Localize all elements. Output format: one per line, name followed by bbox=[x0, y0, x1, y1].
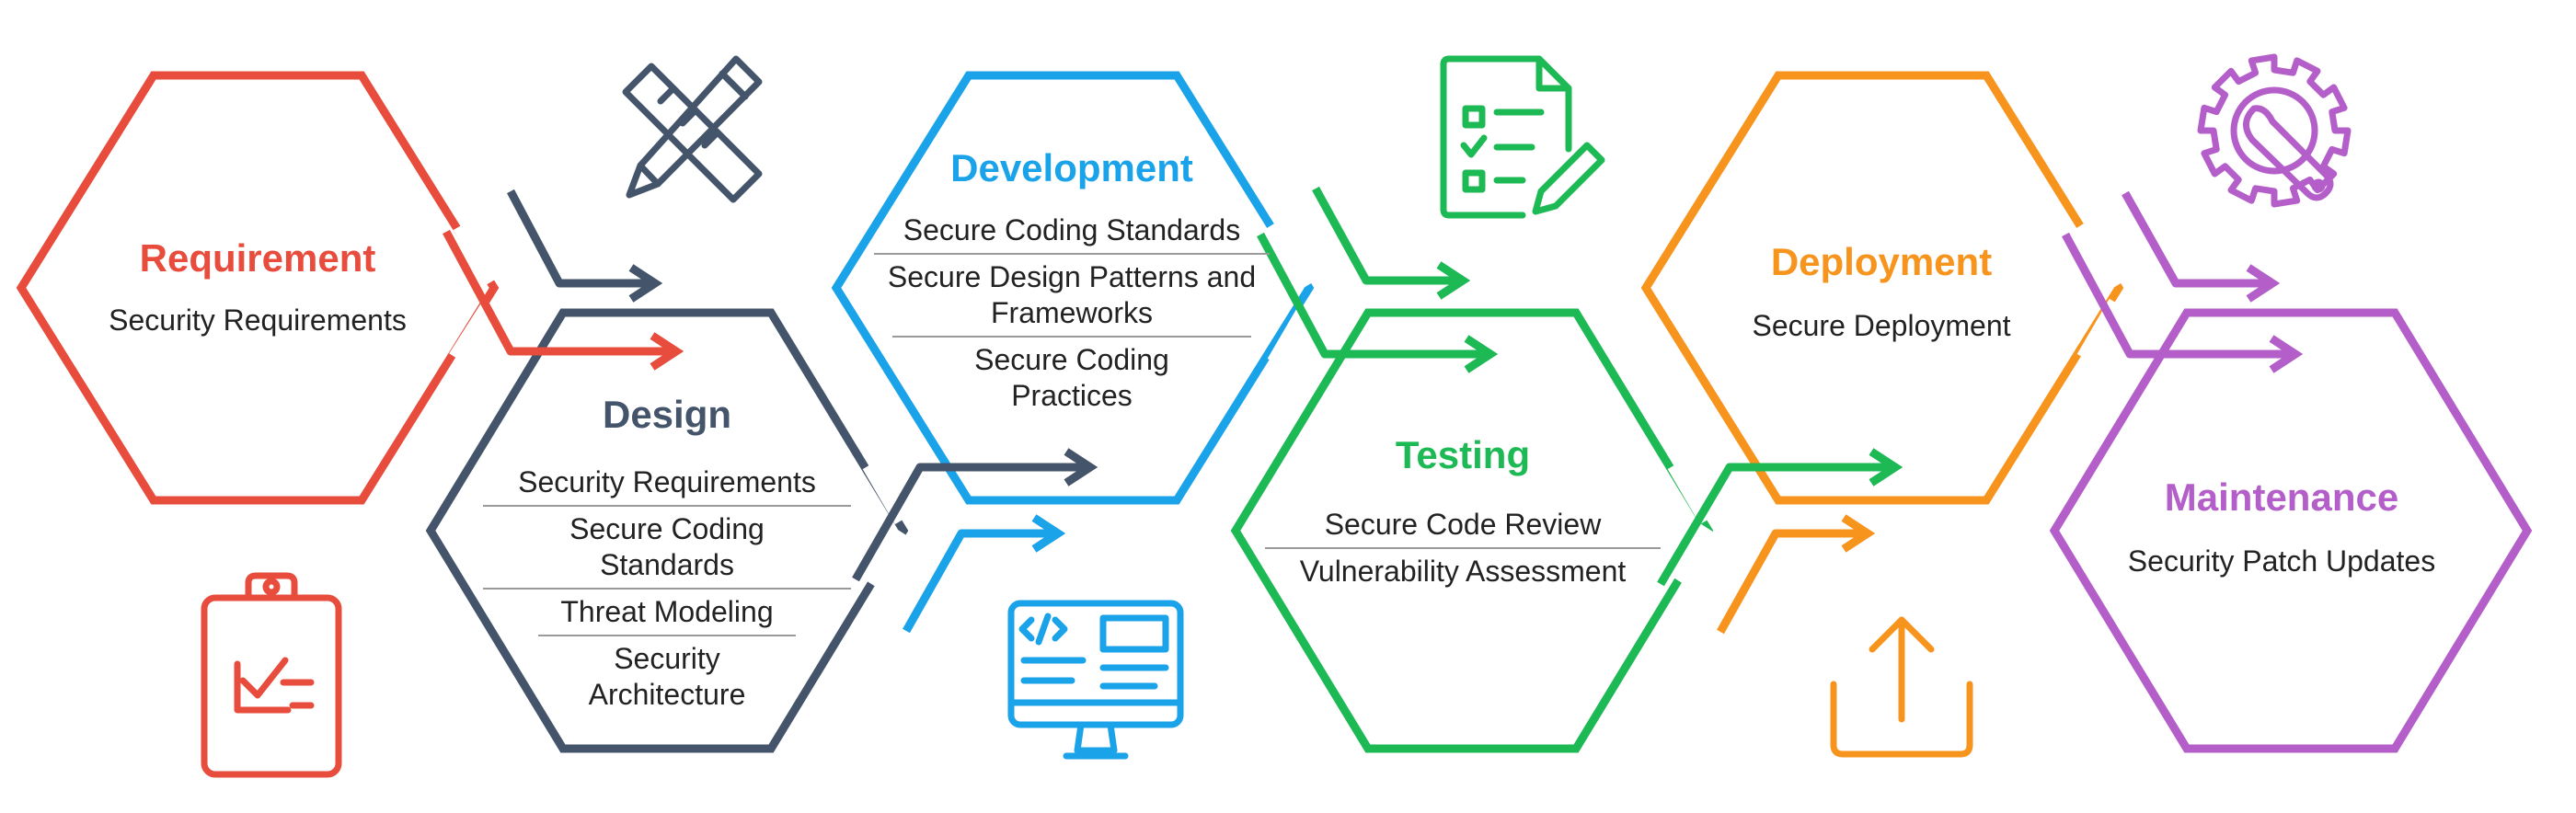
maintenance-hexagon bbox=[2049, 308, 2533, 753]
design-arrow-upper bbox=[507, 189, 663, 303]
testing-title: Testing bbox=[1395, 433, 1531, 476]
maintenance-arrow-lower bbox=[2062, 232, 2304, 373]
testing-item-2: Vulnerability Assessment bbox=[1299, 555, 1627, 589]
requirement-stage: Requirement Security Requirements bbox=[37, 236, 478, 343]
deployment-title: Deployment bbox=[1770, 240, 1993, 283]
edge-gap bbox=[2076, 298, 2142, 373]
development-separator-2 bbox=[892, 336, 1251, 338]
checklist-document-icon bbox=[1440, 55, 1605, 219]
development-title: Development bbox=[950, 146, 1193, 189]
design-separator-2 bbox=[483, 588, 851, 590]
deployment-stage: Deployment Secure Deployment bbox=[1679, 240, 2084, 349]
development-item-1: Secure Coding Standards bbox=[903, 213, 1241, 247]
design-arrow-lower bbox=[852, 448, 1098, 582]
design-hexagon bbox=[425, 308, 909, 753]
pencil-ruler-icon bbox=[622, 55, 763, 203]
maintenance-item-1: Security Patch Updates bbox=[2127, 544, 2436, 578]
testing-arrow-right bbox=[1657, 448, 1903, 587]
maintenance-arrow-upper bbox=[2122, 190, 2281, 303]
edge-gap bbox=[1262, 211, 1332, 291]
clipboard-checklist-icon bbox=[201, 572, 342, 778]
upload-tray-icon bbox=[1830, 616, 1973, 758]
maintenance-title: Maintenance bbox=[2164, 475, 2399, 519]
deployment-item-1: Secure Deployment bbox=[1752, 309, 2011, 343]
gear-wrench-icon bbox=[2197, 53, 2352, 208]
requirement-title: Requirement bbox=[139, 236, 376, 280]
development-item-2: Secure Design Patterns and Frameworks bbox=[887, 260, 1257, 330]
requirement-item-1: Security Requirements bbox=[109, 303, 407, 338]
testing-arrow-lower bbox=[1257, 232, 1499, 373]
development-hexagon bbox=[831, 71, 1315, 505]
testing-arrow-upper bbox=[1312, 186, 1471, 300]
design-separator-1 bbox=[483, 505, 851, 508]
development-separator-1 bbox=[874, 253, 1270, 256]
design-stage: Design Security Requirements Secure Codi… bbox=[483, 393, 851, 717]
design-item-4: Security Architecture bbox=[588, 642, 746, 712]
design-title: Design bbox=[602, 393, 732, 436]
edge-gap bbox=[453, 211, 518, 286]
testing-item-1: Secure Code Review bbox=[1324, 508, 1602, 542]
requirement-arrow bbox=[443, 229, 684, 371]
development-stage: Development Secure Coding Standards Secu… bbox=[842, 146, 1302, 418]
design-item-3: Threat Modeling bbox=[560, 595, 774, 629]
design-item-1: Security Requirements bbox=[518, 465, 816, 499]
edge-gap bbox=[863, 528, 926, 599]
design-item-2: Secure Coding Standards bbox=[569, 512, 765, 582]
deployment-arrow-lower bbox=[1717, 514, 1876, 635]
maintenance-stage: Maintenance Security Patch Updates bbox=[2061, 475, 2502, 584]
development-arrow-lower bbox=[903, 514, 1066, 634]
requirement-hexagon bbox=[16, 71, 500, 505]
edge-gap bbox=[1668, 523, 1731, 594]
edge-gap bbox=[2072, 211, 2142, 291]
development-item-3: Secure Coding Practices bbox=[974, 343, 1169, 413]
design-separator-3 bbox=[538, 635, 796, 637]
deployment-hexagon bbox=[1640, 71, 2124, 505]
edge-gap bbox=[862, 450, 927, 525]
testing-separator-1 bbox=[1265, 547, 1661, 550]
code-monitor-icon bbox=[1007, 600, 1184, 760]
testing-stage: Testing Secure Code Review Vulnerability… bbox=[1265, 433, 1661, 594]
